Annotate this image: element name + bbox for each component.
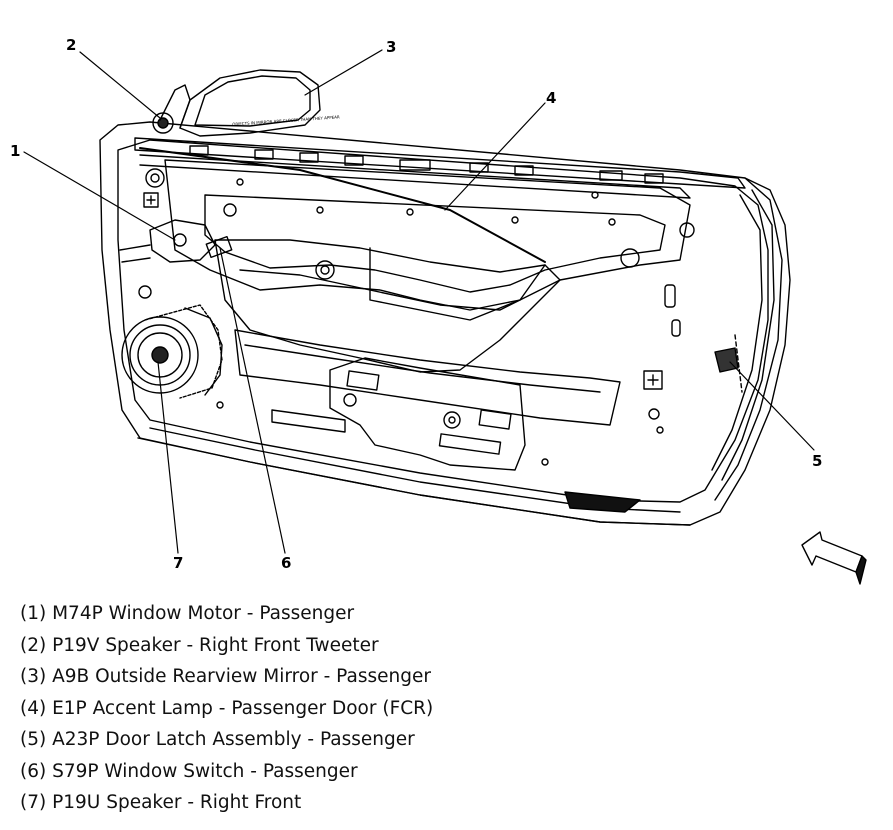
panel-fasteners — [138, 168, 695, 466]
belt-rail-clips — [189, 145, 664, 184]
callout-2: 2 — [66, 36, 76, 54]
tweeter — [152, 112, 174, 134]
callout-6: 6 — [281, 554, 291, 572]
component-legend: (1) M74P Window Motor - Passenger (2) P1… — [20, 598, 433, 819]
legend-item: (6) S79P Window Switch - Passenger — [20, 760, 358, 782]
door-outer-shell — [99, 121, 791, 526]
forward-arrow — [801, 531, 863, 573]
front-speaker — [121, 304, 223, 399]
accent-lamp — [139, 147, 546, 263]
access-plugs — [143, 192, 663, 390]
outside-mirror — [159, 69, 321, 137]
legend-item: (4) E1P Accent Lamp - Passenger Door (FC… — [20, 697, 434, 719]
legend-item: (7) P19U Speaker - Right Front — [20, 792, 302, 813]
callout-5: 5 — [812, 452, 822, 470]
callout-7: 7 — [173, 554, 183, 572]
callout-4: 4 — [546, 89, 556, 107]
legend-item: (3) A9B Outside Rearview Mirror - Passen… — [20, 666, 431, 687]
legend-item: (2) P19V Speaker - Right Front Tweeter — [20, 634, 379, 656]
leader-lines — [23, 49, 815, 554]
door-edge-seal — [714, 177, 783, 501]
callout-1: 1 — [10, 142, 20, 160]
legend-item: (5) A23P Door Latch Assembly - Passenger — [20, 729, 415, 750]
door-latch — [714, 334, 743, 393]
door-lower-sill — [137, 437, 691, 526]
door-component-diagram: OBJECTS IN MIRROR ARE CLOSER THAN THEY A… — [10, 36, 867, 585]
map-pocket — [234, 329, 621, 426]
door-inner-shell — [117, 139, 769, 503]
lower-bracket — [329, 357, 526, 471]
sill-vent — [564, 491, 641, 513]
window-motor — [119, 219, 216, 263]
mirror-warning-text: OBJECTS IN MIRROR ARE CLOSER THAN THEY A… — [232, 114, 340, 127]
belt-rail — [134, 137, 746, 189]
callout-3: 3 — [386, 38, 396, 56]
legend-item: (1) M74P Window Motor - Passenger — [20, 603, 355, 624]
